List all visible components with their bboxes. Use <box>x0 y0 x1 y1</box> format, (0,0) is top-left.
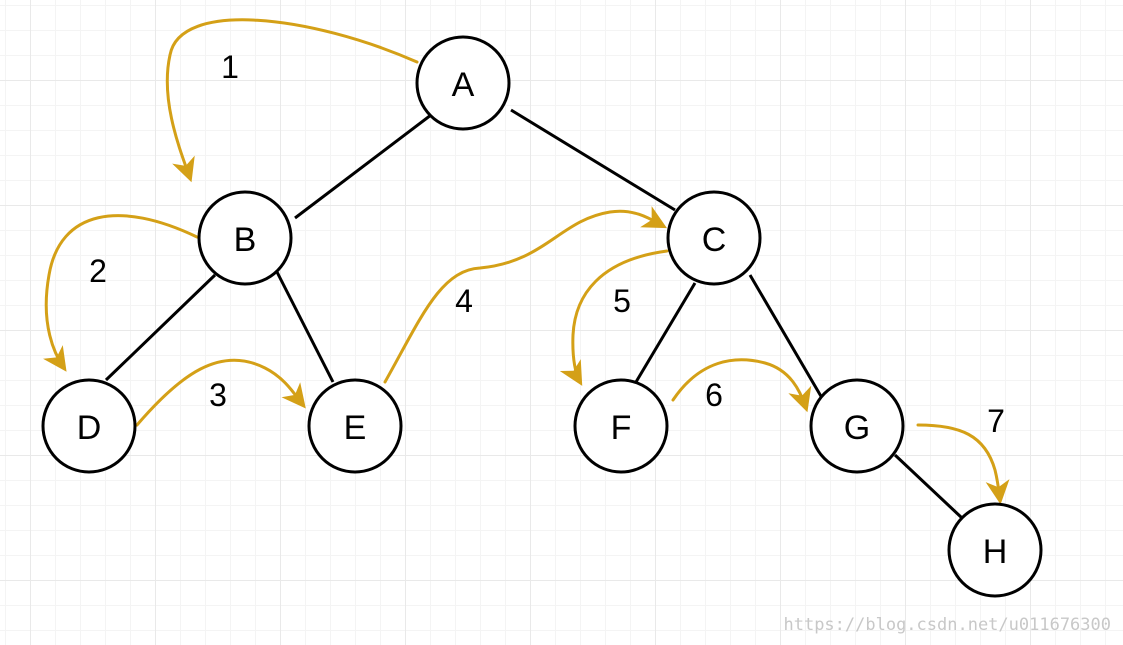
edge-a-b <box>294 113 432 220</box>
step-label-1: 1 <box>221 49 239 85</box>
node-a-circle <box>415 35 511 131</box>
node-e: E <box>307 378 403 474</box>
step-label-6: 6 <box>705 377 723 413</box>
node-c-label: C <box>702 221 727 259</box>
edge-c-g <box>748 274 824 399</box>
node-a: A <box>415 35 511 131</box>
node-d-label: D <box>77 409 102 447</box>
node-f-circle <box>573 378 669 474</box>
step-label-3: 3 <box>209 377 227 413</box>
watermark: https://blog.csdn.net/u011676300 <box>783 615 1111 635</box>
node-c-circle <box>666 190 762 286</box>
edge-b-d <box>104 273 217 382</box>
traversal-arrow-5 <box>559 249 669 386</box>
node-g: G <box>809 378 905 474</box>
edge-g-h <box>893 453 964 520</box>
node-a-label: A <box>452 66 475 104</box>
traversal-arrow-2 <box>43 214 199 372</box>
node-g-label: G <box>844 409 870 447</box>
node-e-circle <box>307 378 403 474</box>
node-f: F <box>573 378 669 474</box>
node-b-label: B <box>234 221 257 259</box>
node-c: C <box>666 190 762 286</box>
node-h-circle <box>947 502 1043 598</box>
traversal-arrow-1 <box>165 18 419 183</box>
traversal-arrow-4 <box>383 206 667 384</box>
node-d: D <box>41 378 137 474</box>
edge-c-f <box>634 282 697 383</box>
step-label-5: 5 <box>613 283 631 319</box>
node-b: B <box>197 190 293 286</box>
node-g-circle <box>809 378 905 474</box>
node-h: H <box>947 502 1043 598</box>
traversal-arrow-7 <box>916 423 1010 505</box>
traversal-arrow-3 <box>135 358 306 427</box>
node-b-circle <box>197 190 293 286</box>
step-label-4: 4 <box>455 283 473 319</box>
node-h-label: H <box>983 533 1008 571</box>
node-f-label: F <box>611 409 632 447</box>
edge-b-e <box>275 271 335 383</box>
node-d-circle <box>41 378 137 474</box>
traversal-arrow-6 <box>671 358 812 413</box>
node-e-label: E <box>344 409 367 447</box>
edge-a-c <box>510 108 676 212</box>
step-label-7: 7 <box>987 403 1005 439</box>
step-label-2: 2 <box>89 253 107 289</box>
